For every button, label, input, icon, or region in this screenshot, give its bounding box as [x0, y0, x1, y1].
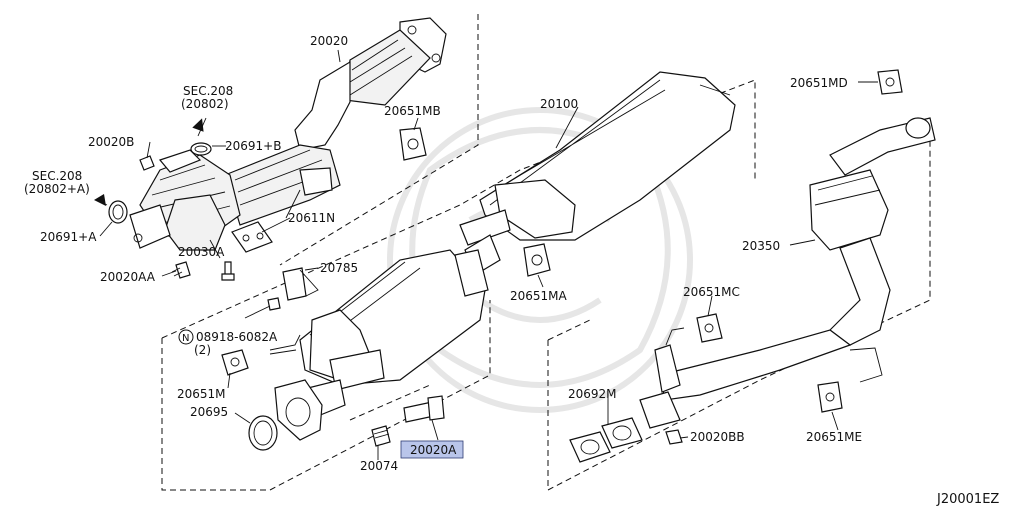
rear-muffler-tailpipe — [569, 69, 936, 463]
svg-text:N: N — [182, 333, 189, 344]
label-20651md: 20651MD — [790, 76, 848, 90]
label-20692m: 20692M — [568, 387, 617, 401]
front-fasteners — [108, 142, 281, 311]
label-sec208-b-line2: (20802+A) — [24, 182, 90, 196]
label-20651ma: 20651MA — [510, 289, 568, 303]
label-20030a: 20030A — [178, 245, 225, 259]
label-20651me: 20651ME — [806, 430, 862, 444]
label-sec208-a-line2: (20802) — [181, 97, 229, 111]
front-tube-catalyst — [129, 17, 447, 253]
label-20020b: 20020B — [88, 135, 134, 149]
label-20020a[interactable]: 20020A — [410, 443, 457, 457]
label-20785: 20785 — [320, 261, 358, 275]
label-20350: 20350 — [742, 239, 780, 253]
label-20100: 20100 — [540, 97, 578, 111]
group-boundaries — [161, 14, 931, 491]
label-20020: 20020 — [310, 34, 348, 48]
label-sec208-a-line1: SEC.208 — [183, 84, 233, 98]
label-20611n: 20611N — [288, 211, 335, 225]
main-muffler — [399, 71, 736, 297]
highlight-box-20020a — [400, 440, 464, 459]
label-20020aa: 20020AA — [100, 270, 156, 284]
label-20691b: 20691+B — [225, 139, 281, 153]
label-20651mb: 20651MB — [384, 104, 441, 118]
label-08918: 08918-6082A — [196, 330, 278, 344]
label-20695: 20695 — [190, 405, 228, 419]
label-20651mc: 20651MC — [683, 285, 740, 299]
label-sec208-b-line1: SEC.208 — [32, 169, 82, 183]
label-08918-qty: (2) — [194, 343, 211, 357]
callout-labels: 20020 SEC.208 (20802) 20691+B 20020B SEC… — [24, 34, 999, 507]
leader-lines — [96, 49, 878, 460]
label-20691a: 20691+A — [40, 230, 97, 244]
section-arrows — [94, 118, 204, 206]
label-20651m: 20651M — [177, 387, 226, 401]
center-muffler — [221, 249, 486, 451]
diagram-code: J20001EZ — [936, 492, 999, 507]
label-20020bb: 20020BB — [690, 430, 745, 444]
label-20074: 20074 — [360, 459, 398, 473]
n-circle-icon: N — [178, 329, 194, 345]
